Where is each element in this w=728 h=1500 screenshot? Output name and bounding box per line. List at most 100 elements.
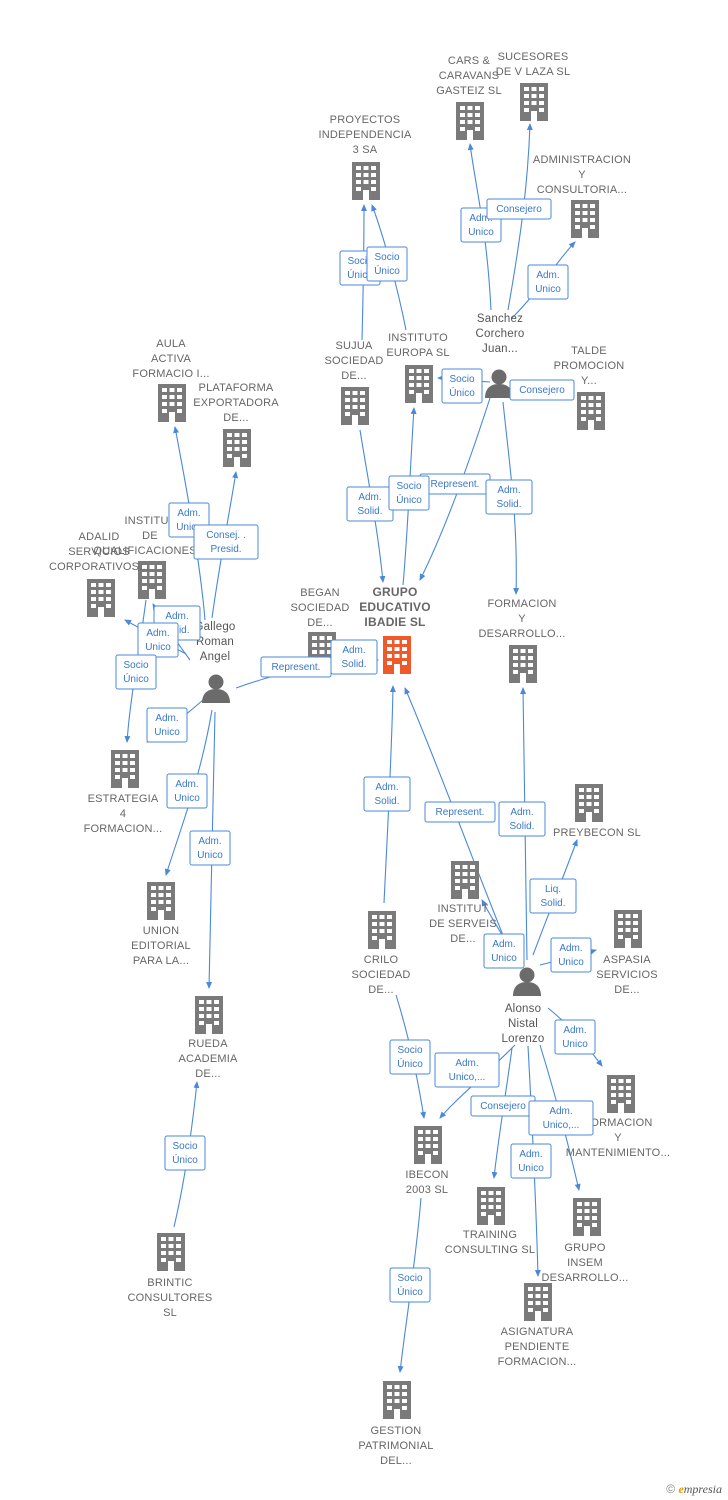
node-sanchez[interactable]: SanchezCorcheroJuan... bbox=[476, 313, 525, 398]
node-label-line: DE... bbox=[450, 933, 475, 945]
edge-label-sanchez-grupo[interactable]: Represent. bbox=[419, 473, 491, 495]
node-label-line: Sanchez bbox=[477, 313, 523, 325]
node-rueda[interactable]: RUEDAACADEMIADE... bbox=[178, 996, 238, 1080]
node-grupo_insem[interactable]: GRUPOINSEMDESARROLLO... bbox=[542, 1198, 629, 1284]
empresia-logo[interactable]: empresia bbox=[678, 1482, 722, 1496]
edge-label-sanchez-formacion_desarrollo[interactable]: Adm.Solid. bbox=[485, 479, 533, 515]
edge-label-text: Adm. bbox=[165, 611, 188, 622]
node-label-line: DESARROLLO... bbox=[542, 1272, 629, 1284]
node-formacion_mant[interactable]: FORMACIONYMANTENIMIENTO... bbox=[566, 1075, 670, 1159]
edge-label-text: Socio bbox=[123, 660, 148, 671]
node-crilo[interactable]: CRILOSOCIEDADDE... bbox=[351, 911, 410, 996]
node-gestion[interactable]: GESTIONPATRIMONIALDEL... bbox=[358, 1381, 433, 1467]
building-icon bbox=[414, 1126, 442, 1164]
edge-label-box bbox=[424, 801, 496, 823]
edge-label-text: Solid. bbox=[540, 898, 565, 909]
node-label-line: RUEDA bbox=[188, 1038, 228, 1050]
edge-label-text: Adm. bbox=[559, 943, 582, 954]
edge-label-gallego-plataforma[interactable]: Consej. .Presid. bbox=[193, 524, 259, 560]
edge-label-text: Socio bbox=[172, 1141, 197, 1152]
edge-label-crilo-grupo[interactable]: Adm.Solid. bbox=[363, 776, 411, 812]
edge-label-text: Adm. bbox=[492, 939, 515, 950]
edge-label-text: Consej. . bbox=[206, 530, 245, 541]
edge-label-alonso-formacion_mant[interactable]: Adm.Unico bbox=[554, 1019, 596, 1055]
node-aspasia[interactable]: ASPASIASERVICIOSDE... bbox=[596, 910, 658, 996]
edge-label-alonso-formacion_desarrollo[interactable]: Adm.Solid. bbox=[498, 801, 546, 837]
node-adalid[interactable]: ADALIDSERVICIOSCORPORATIVOS... bbox=[49, 531, 149, 617]
node-began[interactable]: BEGANSOCIEDADDE... bbox=[290, 587, 349, 670]
edge-label-alonso-institut_serveis[interactable]: Adm.Unico bbox=[483, 933, 525, 969]
edge-label-alonso-aspasia[interactable]: Adm.Unico bbox=[550, 937, 592, 973]
edge-label-text: Unico bbox=[176, 522, 202, 533]
edge-label-sanchez-administracion[interactable]: Adm.Unico bbox=[527, 264, 569, 300]
copyright-notice: © empresia bbox=[666, 1482, 722, 1497]
edge-label-alonso-grupo_insem[interactable]: Adm.Unico,... bbox=[528, 1100, 594, 1136]
edge-label-text: Represent. bbox=[272, 662, 321, 673]
edge-label-text: Unico bbox=[518, 1163, 544, 1174]
node-formacion_desarrollo[interactable]: FORMACIONYDESARROLLO... bbox=[479, 598, 566, 683]
edge-label-gallego-grupo[interactable]: Represent. bbox=[260, 656, 332, 678]
edge-label-alonso-grupo[interactable]: Represent. bbox=[424, 801, 496, 823]
node-asignatura[interactable]: ASIGNATURAPENDIENTEFORMACION... bbox=[498, 1283, 577, 1368]
node-sujua[interactable]: SUJUASOCIEDADDE... bbox=[324, 340, 383, 425]
edge-label-text: Consejero bbox=[480, 1101, 526, 1112]
edge-label-sujua-grupo[interactable]: Adm.Solid. bbox=[346, 486, 394, 522]
edge-label-text: Solid. bbox=[509, 821, 534, 832]
edge-label-text: Unico bbox=[562, 1039, 588, 1050]
edge-label-box bbox=[146, 707, 188, 743]
node-label-line: Alonso bbox=[505, 1003, 541, 1015]
node-label-line: UNION bbox=[143, 925, 179, 937]
building-icon bbox=[223, 429, 251, 467]
node-label-line: FORMACION... bbox=[84, 823, 163, 835]
edge-label-gallego-union[interactable]: Adm.Unico bbox=[166, 773, 208, 809]
edge-label-gallego-estrategia[interactable]: Adm.Unico bbox=[146, 707, 188, 743]
node-administracion[interactable]: ADMINISTRACIONYCONSULTORIA... bbox=[533, 154, 631, 238]
node-institut_qual[interactable]: INSTITUTDEQUALIFICACIONES... bbox=[93, 515, 206, 599]
edge-label-began-grupo[interactable]: Adm.Solid. bbox=[330, 639, 378, 675]
edge-label-alonso-asignatura[interactable]: Adm.Unico bbox=[510, 1143, 552, 1179]
building-icon bbox=[341, 387, 369, 425]
edge-label-alonso-preybecon[interactable]: Liq.Solid. bbox=[529, 878, 577, 914]
node-talde[interactable]: TALDEPROMOCIONY... bbox=[554, 345, 625, 430]
edge-label-gallego-adalid[interactable]: Adm.Unico bbox=[137, 622, 179, 658]
node-label-line: PROYECTOS bbox=[330, 114, 401, 126]
edge-label-sanchez-talde[interactable]: Consejero bbox=[509, 379, 575, 401]
node-plataforma[interactable]: PLATAFORMAEXPORTADORADE... bbox=[193, 382, 279, 467]
node-label-line: DE... bbox=[368, 984, 393, 996]
edge-label-sanchez-sucesores[interactable]: Consejero bbox=[486, 198, 552, 220]
edge-label-alonso-training[interactable]: Consejero bbox=[470, 1095, 536, 1117]
edge-label-text: Único bbox=[396, 493, 422, 506]
edge-label-gallego-rueda[interactable]: Adm.Unico bbox=[189, 830, 231, 866]
edge-label-text: Consejero bbox=[496, 204, 542, 215]
edge-label-box bbox=[389, 1267, 431, 1303]
node-label-line: CARAVANS bbox=[439, 70, 499, 82]
edge-label-box bbox=[330, 639, 378, 675]
node-label-line: SUCESORES bbox=[498, 51, 569, 63]
edge-label-alonso-ibecon[interactable]: Adm.Unico,... bbox=[434, 1052, 500, 1088]
node-preybecon[interactable]: PREYBECON SL bbox=[553, 784, 641, 839]
edge-label-text: Adm. bbox=[455, 1058, 478, 1069]
edge-label-box bbox=[529, 878, 577, 914]
node-estrategia[interactable]: ESTRATEGIA4FORMACION... bbox=[84, 750, 163, 835]
node-label-line: 3 SA bbox=[353, 144, 378, 156]
